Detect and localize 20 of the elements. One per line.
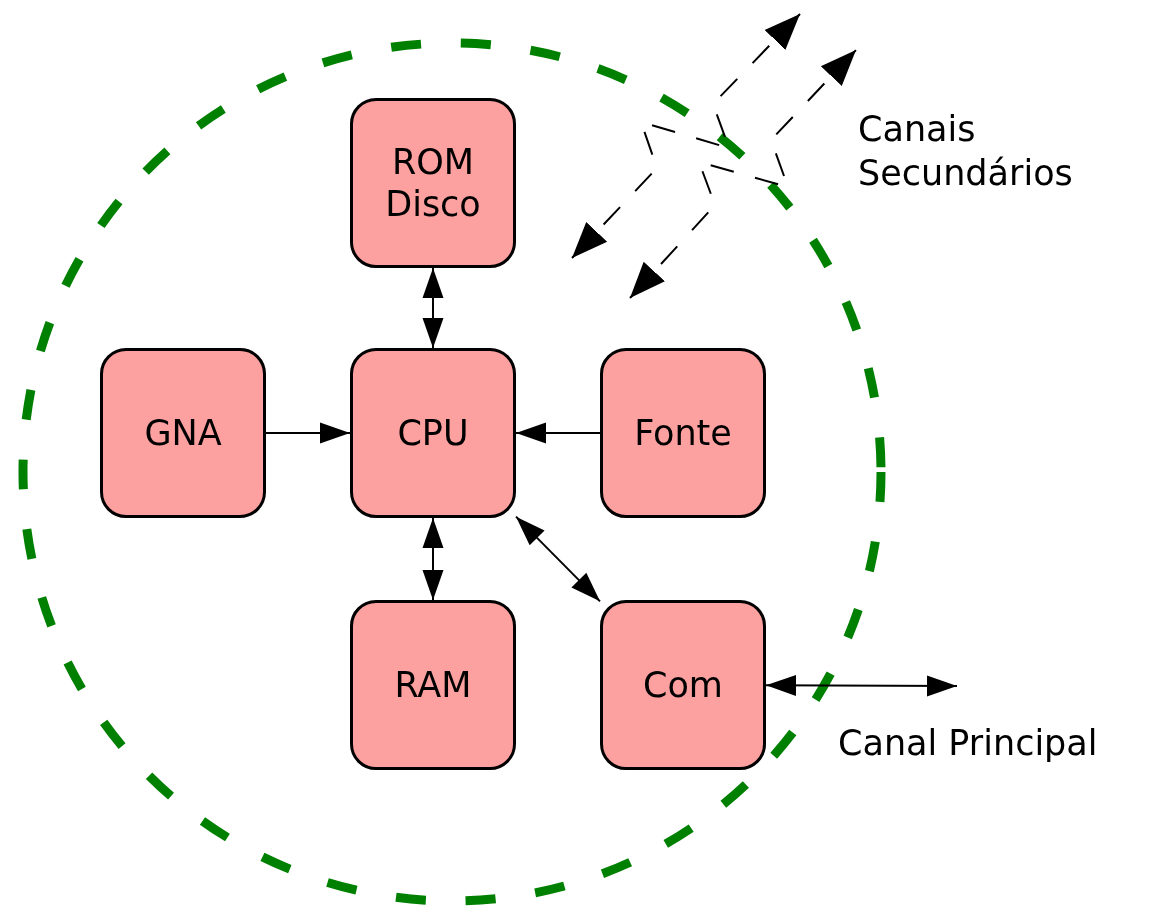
channel-label: Canais Secundários	[858, 108, 1074, 195]
arrow	[515, 422, 601, 444]
arrow	[515, 515, 601, 603]
component-box	[350, 600, 516, 770]
component-label: RAM	[393, 664, 473, 706]
component-label: CPU	[396, 412, 470, 454]
component-label: GNA	[143, 412, 223, 454]
component-box	[350, 98, 516, 268]
arrow	[422, 267, 444, 349]
component-box	[100, 348, 266, 518]
component-box	[600, 600, 766, 770]
channel-label: Canal Principal	[838, 722, 1099, 765]
component-box	[600, 348, 766, 518]
component-box	[350, 348, 516, 518]
component-label: ROM Disco	[384, 141, 482, 225]
arrow	[265, 422, 351, 444]
component-label: Com	[642, 664, 724, 706]
arrow	[765, 674, 958, 697]
component-label: Fonte	[633, 412, 733, 454]
arrow	[422, 517, 444, 601]
